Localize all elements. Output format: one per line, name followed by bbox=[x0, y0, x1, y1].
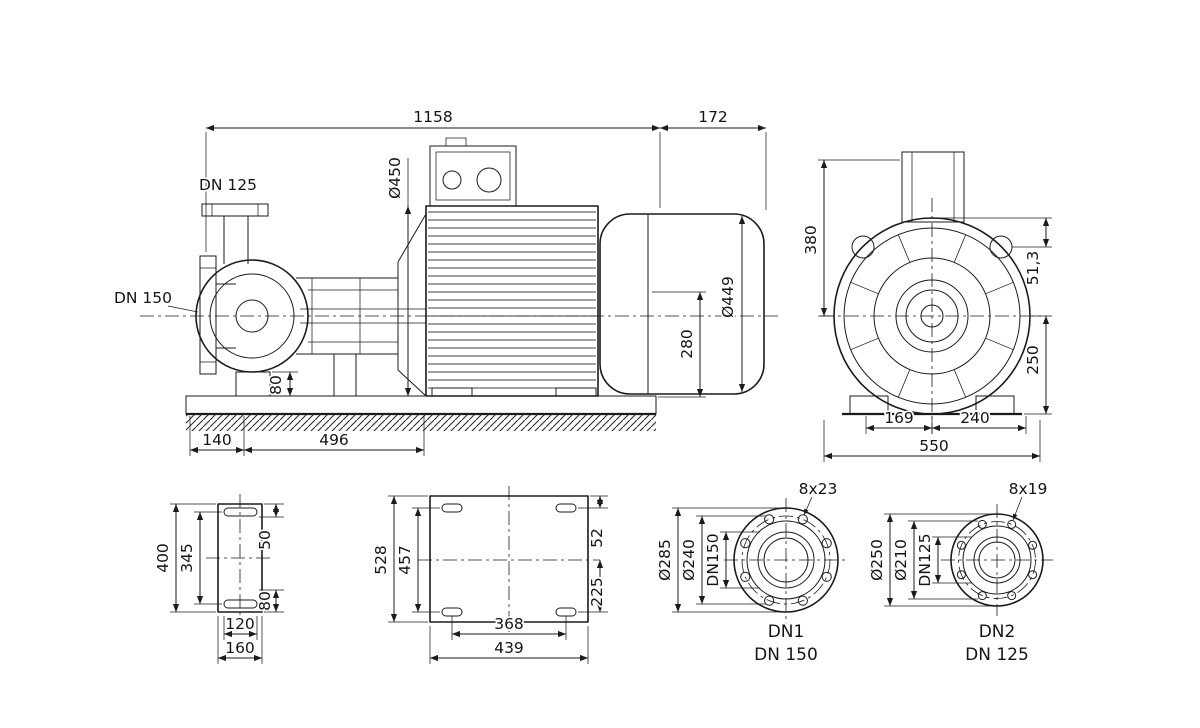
discharge-flange bbox=[201, 203, 269, 217]
motor bbox=[425, 137, 765, 397]
discharge-flange-view: 8x19 Ø250 Ø210 DN125 DN2 DN 125 bbox=[866, 478, 1053, 667]
base-slot-tr bbox=[555, 503, 577, 513]
discharge-flange-dimensions: Ø250 Ø210 DN125 bbox=[866, 513, 992, 607]
dim-overall-width: 550 bbox=[919, 437, 949, 455]
terminal-box-front bbox=[901, 151, 965, 223]
cable-gland-small bbox=[442, 170, 462, 190]
dim-outer-length: 400 bbox=[154, 543, 172, 573]
anchor-slot-top bbox=[223, 507, 258, 517]
foot-left bbox=[849, 395, 889, 415]
shaft-circle bbox=[920, 304, 944, 328]
base-slot-tl bbox=[441, 503, 463, 513]
pump-foot bbox=[235, 371, 271, 397]
dim-foot-offset: 140 bbox=[202, 431, 232, 449]
dim-foot-spacing: 496 bbox=[319, 431, 349, 449]
baseplate bbox=[185, 395, 657, 431]
base-plan-dimensions: 528 457 52 225 368 439 bbox=[370, 495, 608, 664]
bolt-circle bbox=[741, 515, 831, 605]
base-end-dimensions: 400 345 50 80 120 160 bbox=[152, 503, 284, 664]
dim-total-length: 1158 bbox=[413, 108, 452, 126]
pump-end bbox=[195, 203, 309, 397]
dim-outer-width: 160 bbox=[225, 639, 255, 657]
support-foot bbox=[333, 353, 357, 397]
flange-caption-id: DN2 bbox=[979, 622, 1016, 642]
dim-outer-dia: Ø285 bbox=[656, 539, 674, 581]
dim-foot-right: 240 bbox=[960, 409, 990, 427]
bolt-holes bbox=[956, 519, 1038, 601]
bolt-holes bbox=[740, 514, 832, 606]
base-plan-view: 528 457 52 225 368 439 bbox=[370, 486, 608, 664]
dim-holes: 8x19 bbox=[1009, 480, 1048, 498]
flange-caption-dn: DN 125 bbox=[965, 645, 1029, 665]
motor-foot-front bbox=[431, 387, 473, 397]
dim-bottom-offset: 80 bbox=[256, 591, 274, 611]
dim-fan-section: 172 bbox=[698, 108, 728, 126]
front-view: 380 51,3 250 169 240 550 bbox=[800, 151, 1052, 462]
flange-caption-id: DN1 bbox=[768, 622, 805, 642]
bearing-bracket bbox=[296, 213, 427, 397]
anchor-slot-bottom bbox=[223, 599, 258, 609]
suction-flange bbox=[199, 255, 217, 375]
suction-flange-view: 8x23 Ø285 Ø240 DN150 DN1 DN 150 bbox=[654, 478, 848, 667]
ground-hatch bbox=[186, 414, 656, 431]
side-view: 1158 172 Ø450 DN 125 DN 150 80 280 Ø449 … bbox=[112, 106, 778, 456]
motor-fins bbox=[428, 208, 596, 394]
base-slot-bl bbox=[441, 607, 463, 617]
dim-top-offset: 52 bbox=[588, 528, 606, 548]
dim-bolt-circle: Ø210 bbox=[892, 539, 910, 581]
dim-bottom-offset: 225 bbox=[588, 577, 606, 607]
dim-centerline-to-base: 280 bbox=[678, 329, 696, 359]
dim-outer-width: 439 bbox=[494, 639, 524, 657]
radial-ribs bbox=[850, 234, 1014, 398]
terminal-box bbox=[429, 145, 517, 207]
dim-motor-front-dia: Ø450 bbox=[386, 157, 404, 199]
base-end-view: 400 345 50 80 120 160 bbox=[152, 494, 284, 664]
fan-cover bbox=[599, 213, 765, 395]
cable-gland-large bbox=[476, 167, 502, 193]
dim-nominal: DN125 bbox=[916, 533, 934, 586]
base-slot-br bbox=[555, 607, 577, 617]
dim-lug: 51,3 bbox=[1024, 251, 1042, 286]
dim-hole-pitch: 457 bbox=[396, 545, 414, 575]
label-discharge-dn: DN 125 bbox=[199, 176, 257, 194]
dim-outer-length: 528 bbox=[372, 545, 390, 575]
dim-foot-left: 169 bbox=[884, 409, 914, 427]
dim-outer-dia: Ø250 bbox=[868, 539, 886, 581]
motor-foot-rear bbox=[555, 387, 597, 397]
dim-motor-dia: Ø449 bbox=[719, 276, 737, 318]
dim-nominal: DN150 bbox=[704, 533, 722, 586]
dim-holes: 8x23 bbox=[799, 480, 838, 498]
lifting-lug-left bbox=[851, 235, 875, 259]
front-dimensions: 380 51,3 250 169 240 550 bbox=[800, 159, 1052, 462]
dim-hole-width: 120 bbox=[225, 615, 255, 633]
suction-flange-dimensions: Ø285 Ø240 DN150 bbox=[654, 507, 780, 613]
dim-base-height: 80 bbox=[267, 375, 285, 395]
dim-top-to-centerline: 380 bbox=[802, 225, 820, 255]
side-dimensions: 1158 172 Ø450 DN 125 DN 150 80 280 Ø449 … bbox=[112, 106, 767, 456]
dim-bolt-circle: Ø240 bbox=[680, 539, 698, 581]
label-suction-dn: DN 150 bbox=[114, 289, 172, 307]
dim-hole-pitch: 345 bbox=[178, 543, 196, 573]
bolt-circle bbox=[958, 521, 1036, 599]
dim-centerline-to-base-front: 250 bbox=[1024, 345, 1042, 375]
flange-caption-dn: DN 150 bbox=[754, 645, 818, 665]
dim-top-offset: 50 bbox=[256, 530, 274, 550]
dim-hole-width: 368 bbox=[494, 615, 524, 633]
